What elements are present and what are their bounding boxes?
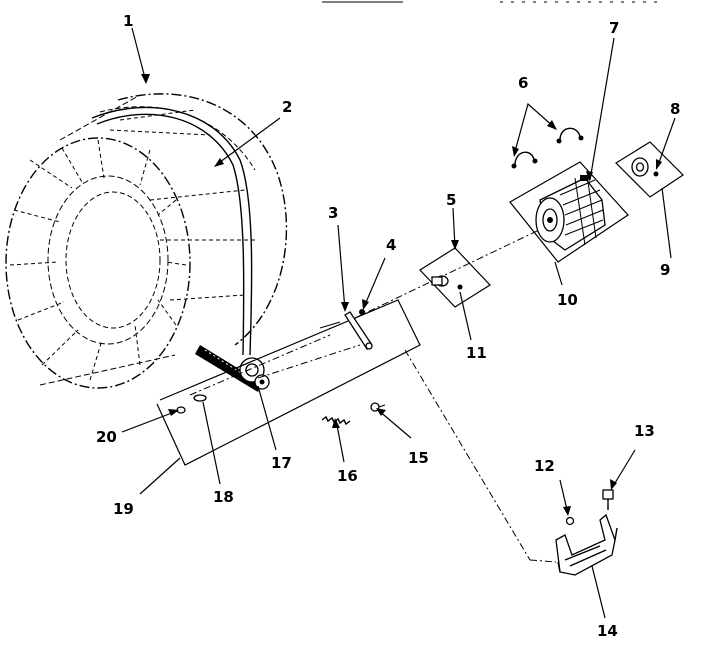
callout-8: 8 bbox=[670, 100, 680, 118]
callout-3: 3 bbox=[328, 204, 338, 222]
motor-pulley-group bbox=[419, 247, 491, 308]
callout-2: 2 bbox=[282, 98, 292, 116]
mounting-plate bbox=[156, 219, 561, 466]
callout-9: 9 bbox=[660, 261, 670, 279]
callout-6: 6 bbox=[518, 74, 528, 92]
callout-16: 16 bbox=[337, 467, 358, 485]
callout-12: 12 bbox=[534, 457, 555, 475]
drive-motor bbox=[509, 161, 629, 263]
callout-4: 4 bbox=[386, 236, 396, 254]
callout-5: 5 bbox=[446, 191, 456, 209]
callout-11: 11 bbox=[466, 344, 487, 362]
motor-mount-bracket bbox=[404, 349, 618, 576]
motor-clamps bbox=[511, 127, 584, 169]
callout-18: 18 bbox=[213, 488, 234, 506]
idler-pulley bbox=[239, 357, 270, 390]
callout-1: 1 bbox=[123, 12, 133, 30]
callout-19: 19 bbox=[113, 500, 134, 518]
callout-14: 14 bbox=[597, 622, 618, 640]
plate-hardware bbox=[176, 309, 386, 426]
dryer-drum bbox=[5, 93, 288, 389]
leader-lines bbox=[121, 27, 676, 619]
callout-13: 13 bbox=[634, 422, 655, 440]
callout-labels: 1 2 3 4 5 6 7 8 9 10 11 12 13 14 15 16 1… bbox=[96, 12, 680, 640]
callout-20: 20 bbox=[96, 428, 117, 446]
arrowheads bbox=[141, 74, 662, 516]
callout-10: 10 bbox=[557, 291, 578, 309]
callout-17: 17 bbox=[271, 454, 292, 472]
callout-7: 7 bbox=[609, 19, 619, 37]
drum-ribs bbox=[9, 109, 255, 381]
callout-15: 15 bbox=[408, 449, 429, 467]
blower-pulley-group bbox=[615, 141, 684, 198]
